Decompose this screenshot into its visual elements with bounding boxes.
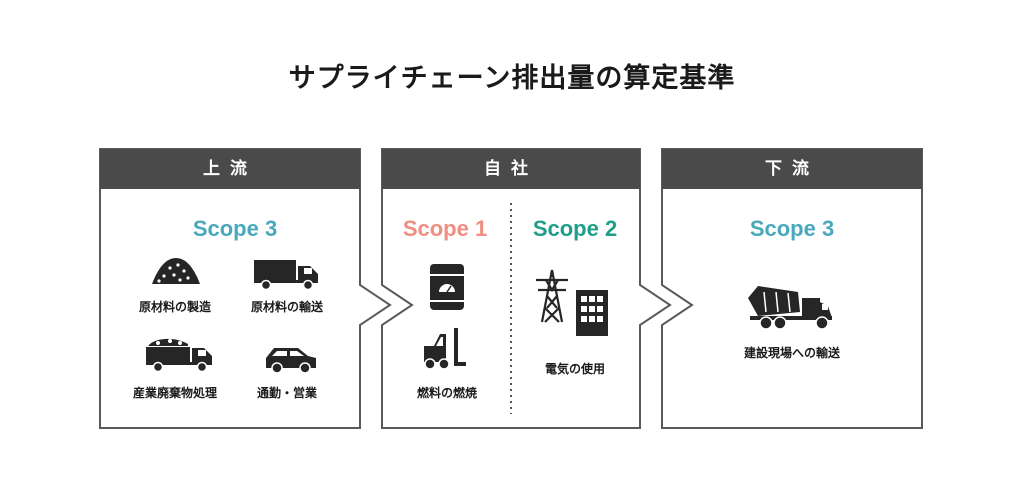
downstream-item-label: 建設現場への輸送 bbox=[743, 346, 840, 360]
scope2-label: Scope 2 bbox=[532, 216, 618, 241]
forklift-icon bbox=[424, 328, 466, 370]
scope1-label: Scope 1 bbox=[402, 216, 488, 241]
upstream-item-label: 原材料の輸送 bbox=[250, 300, 323, 314]
building-icon bbox=[576, 290, 608, 336]
upstream-scope-label: Scope 3 bbox=[192, 216, 278, 241]
boiler-icon bbox=[430, 264, 464, 310]
car-icon bbox=[266, 348, 316, 374]
upstream-header-bg bbox=[100, 149, 360, 189]
waste-truck-icon bbox=[146, 338, 212, 372]
upstream-header: 上流 bbox=[203, 159, 257, 179]
upstream-item-label: 通勤・営業 bbox=[256, 386, 317, 400]
downstream-header-bg bbox=[662, 149, 922, 189]
downstream-header: 下流 bbox=[765, 159, 819, 179]
company-header-bg bbox=[382, 149, 640, 189]
scope1-item-label: 燃料の燃焼 bbox=[416, 386, 477, 400]
upstream-item-label: 原材料の製造 bbox=[138, 300, 211, 314]
page-title: サプライチェーン排出量の算定基準 bbox=[288, 63, 736, 94]
downstream-scope-label: Scope 3 bbox=[749, 216, 835, 241]
power-tower-icon bbox=[536, 269, 568, 323]
mixer-truck-icon bbox=[748, 286, 832, 330]
company-header: 自社 bbox=[484, 159, 538, 179]
upstream-item-label: 産業廃棄物処理 bbox=[132, 386, 217, 400]
downstream-panel-frame bbox=[661, 148, 923, 429]
scope2-item-label: 電気の使用 bbox=[544, 362, 605, 376]
gravel-pile-icon bbox=[152, 258, 200, 284]
dump-truck-icon bbox=[254, 260, 318, 290]
